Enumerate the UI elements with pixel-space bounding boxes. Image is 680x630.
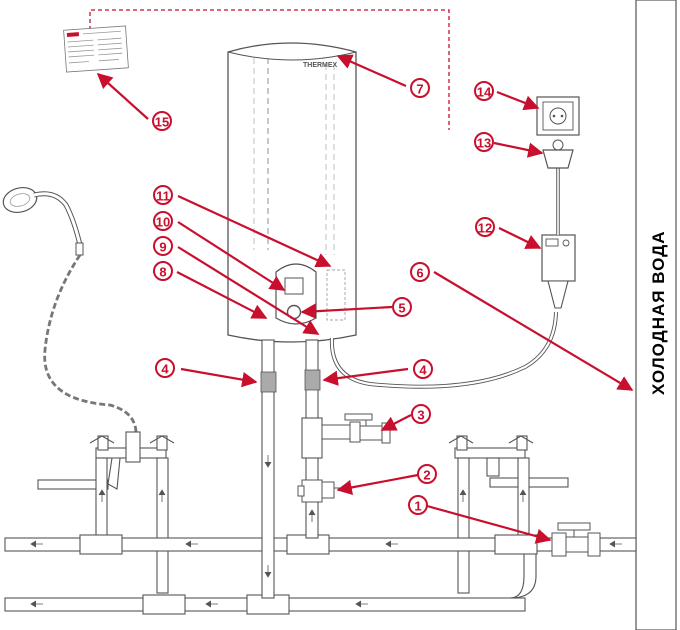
drain-valve <box>344 413 391 444</box>
callout-14 <box>474 81 494 101</box>
callout-number: 3 <box>417 408 424 423</box>
callout-leaders <box>96 54 634 544</box>
left-faucet-pipes <box>95 457 169 594</box>
shower-hose <box>43 254 138 433</box>
grounding-wire-dashed <box>89 9 450 130</box>
callout-13 <box>474 132 494 152</box>
shutoff-valve <box>551 522 601 557</box>
shower-head <box>2 187 84 256</box>
callout-7 <box>410 78 430 98</box>
callout-5 <box>392 297 412 317</box>
callout-number: 13 <box>477 136 491 151</box>
callout-1 <box>408 495 428 515</box>
callout-number: 8 <box>159 265 166 280</box>
callout-number: 5 <box>398 301 405 316</box>
callout-4-right <box>413 359 433 379</box>
callout-number: 7 <box>416 82 423 97</box>
callout-number: 12 <box>478 221 492 236</box>
power-socket <box>536 96 580 136</box>
callout-9 <box>153 236 173 256</box>
callout-number: 9 <box>159 240 166 255</box>
callout-number: 2 <box>423 468 430 483</box>
callout-number: 11 <box>156 189 170 204</box>
wall-label: ХОЛОДНАЯ ВОДА <box>649 231 668 395</box>
hot-outlet-pipe <box>260 339 277 599</box>
callout-number: 1 <box>414 499 421 514</box>
callout-number: 4 <box>161 362 169 377</box>
callout-number: 15 <box>155 115 169 130</box>
cold-inlet-pipe <box>301 339 353 539</box>
callout-number: 4 <box>419 363 427 378</box>
pipe-fittings <box>79 534 538 615</box>
flow-arrows <box>30 455 622 608</box>
safety-valve <box>297 479 344 503</box>
callout-8 <box>153 261 173 281</box>
power-plug <box>542 139 574 203</box>
callout-numbers: 1 2 3 4 4 5 6 7 8 9 10 11 12 13 14 15 <box>155 82 492 514</box>
heater-brand: THERMEX <box>303 62 338 69</box>
callout-10 <box>153 211 173 231</box>
callout-12 <box>475 217 495 237</box>
callout-2 <box>417 464 437 484</box>
callout-6 <box>410 262 430 282</box>
right-faucet-mixer <box>448 435 569 594</box>
water-heater: THERMEX <box>227 42 357 343</box>
callout-number: 6 <box>416 266 423 281</box>
cold-water-riser: ХОЛОДНАЯ ВОДА <box>635 0 677 630</box>
left-faucet-mixer <box>37 431 175 490</box>
rating-plate <box>63 25 129 73</box>
callout-15 <box>152 111 172 131</box>
callout-circles <box>152 78 495 515</box>
callout-number: 14 <box>477 85 492 100</box>
callout-3 <box>411 404 431 424</box>
callout-11 <box>153 185 173 205</box>
display-panel <box>284 277 304 295</box>
callout-number: 10 <box>156 215 170 230</box>
callout-4-left <box>155 358 175 378</box>
rcd-device <box>541 203 576 309</box>
